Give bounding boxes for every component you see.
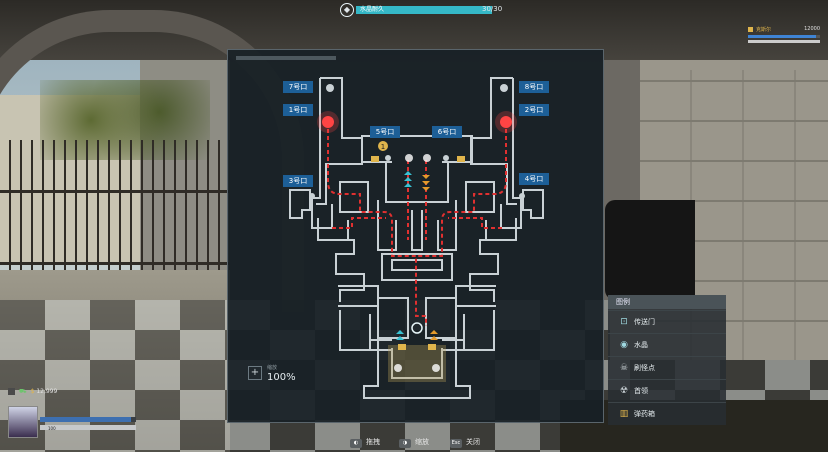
player-armor-value: 100 [48, 426, 56, 431]
legend-item-ammo: ▥ 弹药箱 [608, 402, 726, 425]
spawn-glow-left [322, 116, 334, 128]
crystal-marker-icon: ◆ [340, 3, 354, 17]
door-label-7: 7号口 [283, 81, 313, 93]
map-panel[interactable]: 1 7号口 1号口 8号口 2号口 5号口 6号口 3号口 4号口 + 缩放 1… [227, 49, 604, 423]
mouse-drag-icon: ◐ [350, 439, 362, 448]
legend-label: 传送门 [634, 318, 655, 326]
zoom-in-button[interactable]: + [248, 366, 262, 380]
weapon-sight [605, 200, 695, 300]
legend-label: 刷怪点 [634, 364, 655, 372]
spawn-room-floor [388, 345, 446, 382]
mouse-scroll-icon: ◑ [399, 439, 411, 448]
crystal-icon: ◉ [620, 340, 628, 350]
objective-label: 水晶耐久 [360, 6, 385, 13]
fence-rail [0, 190, 230, 193]
hint-label: 缩放 [415, 438, 429, 446]
money-value: 12,999 [36, 388, 58, 395]
objective-count: 30/30 [482, 5, 503, 13]
map-legend: 图例 ⊡ 传送门 ◉ 水晶 ☠ 刷怪点 ☢ 首领 ▥ 弹药箱 [608, 295, 726, 425]
spawn-point-icon: ☠ [619, 363, 629, 373]
numbered-marker-text: 1 [381, 143, 385, 151]
teammate-money: 12000 [804, 26, 820, 32]
teammate-status: 克斯尔 12000 [748, 26, 822, 46]
legend-item-spawn: ☠ 刷怪点 [608, 356, 726, 379]
spawn-point-markers [309, 84, 525, 199]
teammate-hp-bar [748, 35, 820, 38]
portal-icon: ⊡ [620, 317, 628, 327]
hint-drag: ◐ 拖拽 [350, 437, 380, 448]
player-armor-fill [40, 425, 136, 430]
spawn-glow-halo [495, 111, 517, 133]
teammate-armor-bar [748, 40, 820, 43]
fence-rail [0, 262, 230, 265]
legend-label: 弹药箱 [634, 410, 655, 418]
shop-cart-icon: ⛟ [19, 388, 27, 395]
player-money: ⛟$ 12,999 [8, 388, 57, 396]
numbered-marker [378, 141, 388, 151]
door-label-8: 8号口 [519, 81, 549, 93]
teammate-marker-icon [748, 27, 753, 32]
map-walls [289, 77, 544, 399]
legend-item-crystal: ◉ 水晶 [608, 333, 726, 356]
hint-label: 关闭 [466, 438, 480, 446]
legend-label: 水晶 [634, 341, 648, 349]
currency-icon: $ [30, 388, 35, 395]
map-header-bar [236, 56, 336, 60]
zoom-value: 100% [267, 372, 296, 383]
player-armor-bar [40, 425, 136, 430]
crystal-map-marker [411, 322, 423, 334]
legend-title: 图例 [608, 295, 726, 309]
ammo-box-icon: ▥ [619, 409, 629, 419]
door-label-2: 2号口 [519, 104, 549, 116]
door-label-6: 6号口 [432, 126, 462, 138]
objective-bar: ◆ 水晶耐久 30/30 [340, 3, 503, 17]
player-hp-bar [40, 417, 136, 422]
door-label-3: 3号口 [283, 175, 313, 187]
portal-markers-cyan [396, 171, 412, 340]
hint-close[interactable]: Esc 关闭 [450, 437, 480, 448]
spawn-glow-halo [317, 111, 339, 133]
ammo-box-markers [371, 156, 465, 350]
teammate-armor-fill [748, 40, 820, 43]
boss-icon: ☢ [619, 386, 629, 396]
legend-item-boss: ☢ 首领 [608, 379, 726, 402]
hint-label: 拖拽 [366, 438, 380, 446]
spawn-glow-right [500, 116, 512, 128]
legend-label: 首领 [634, 387, 648, 395]
teammate-name: 克斯尔 [756, 27, 772, 33]
door-label-4: 4号口 [519, 173, 549, 185]
objective-progress-track [356, 6, 492, 14]
hint-zoom: ◑ 缩放 [399, 437, 429, 448]
zoom-label: 缩放 [267, 365, 278, 371]
portal-markers-orange [422, 175, 438, 340]
objective-progress-fill [356, 6, 492, 14]
door-label-5: 5号口 [370, 126, 400, 138]
esc-key: Esc [450, 439, 462, 448]
enemy-routes [327, 122, 507, 326]
map-canvas[interactable]: 1 [228, 50, 605, 424]
door-label-1: 1号口 [283, 104, 313, 116]
teammate-hp-fill [748, 35, 817, 38]
player-hp-fill [40, 417, 132, 422]
player-avatar [8, 406, 38, 438]
inventory-icon [8, 388, 15, 395]
legend-item-portal: ⊡ 传送门 [608, 310, 726, 333]
